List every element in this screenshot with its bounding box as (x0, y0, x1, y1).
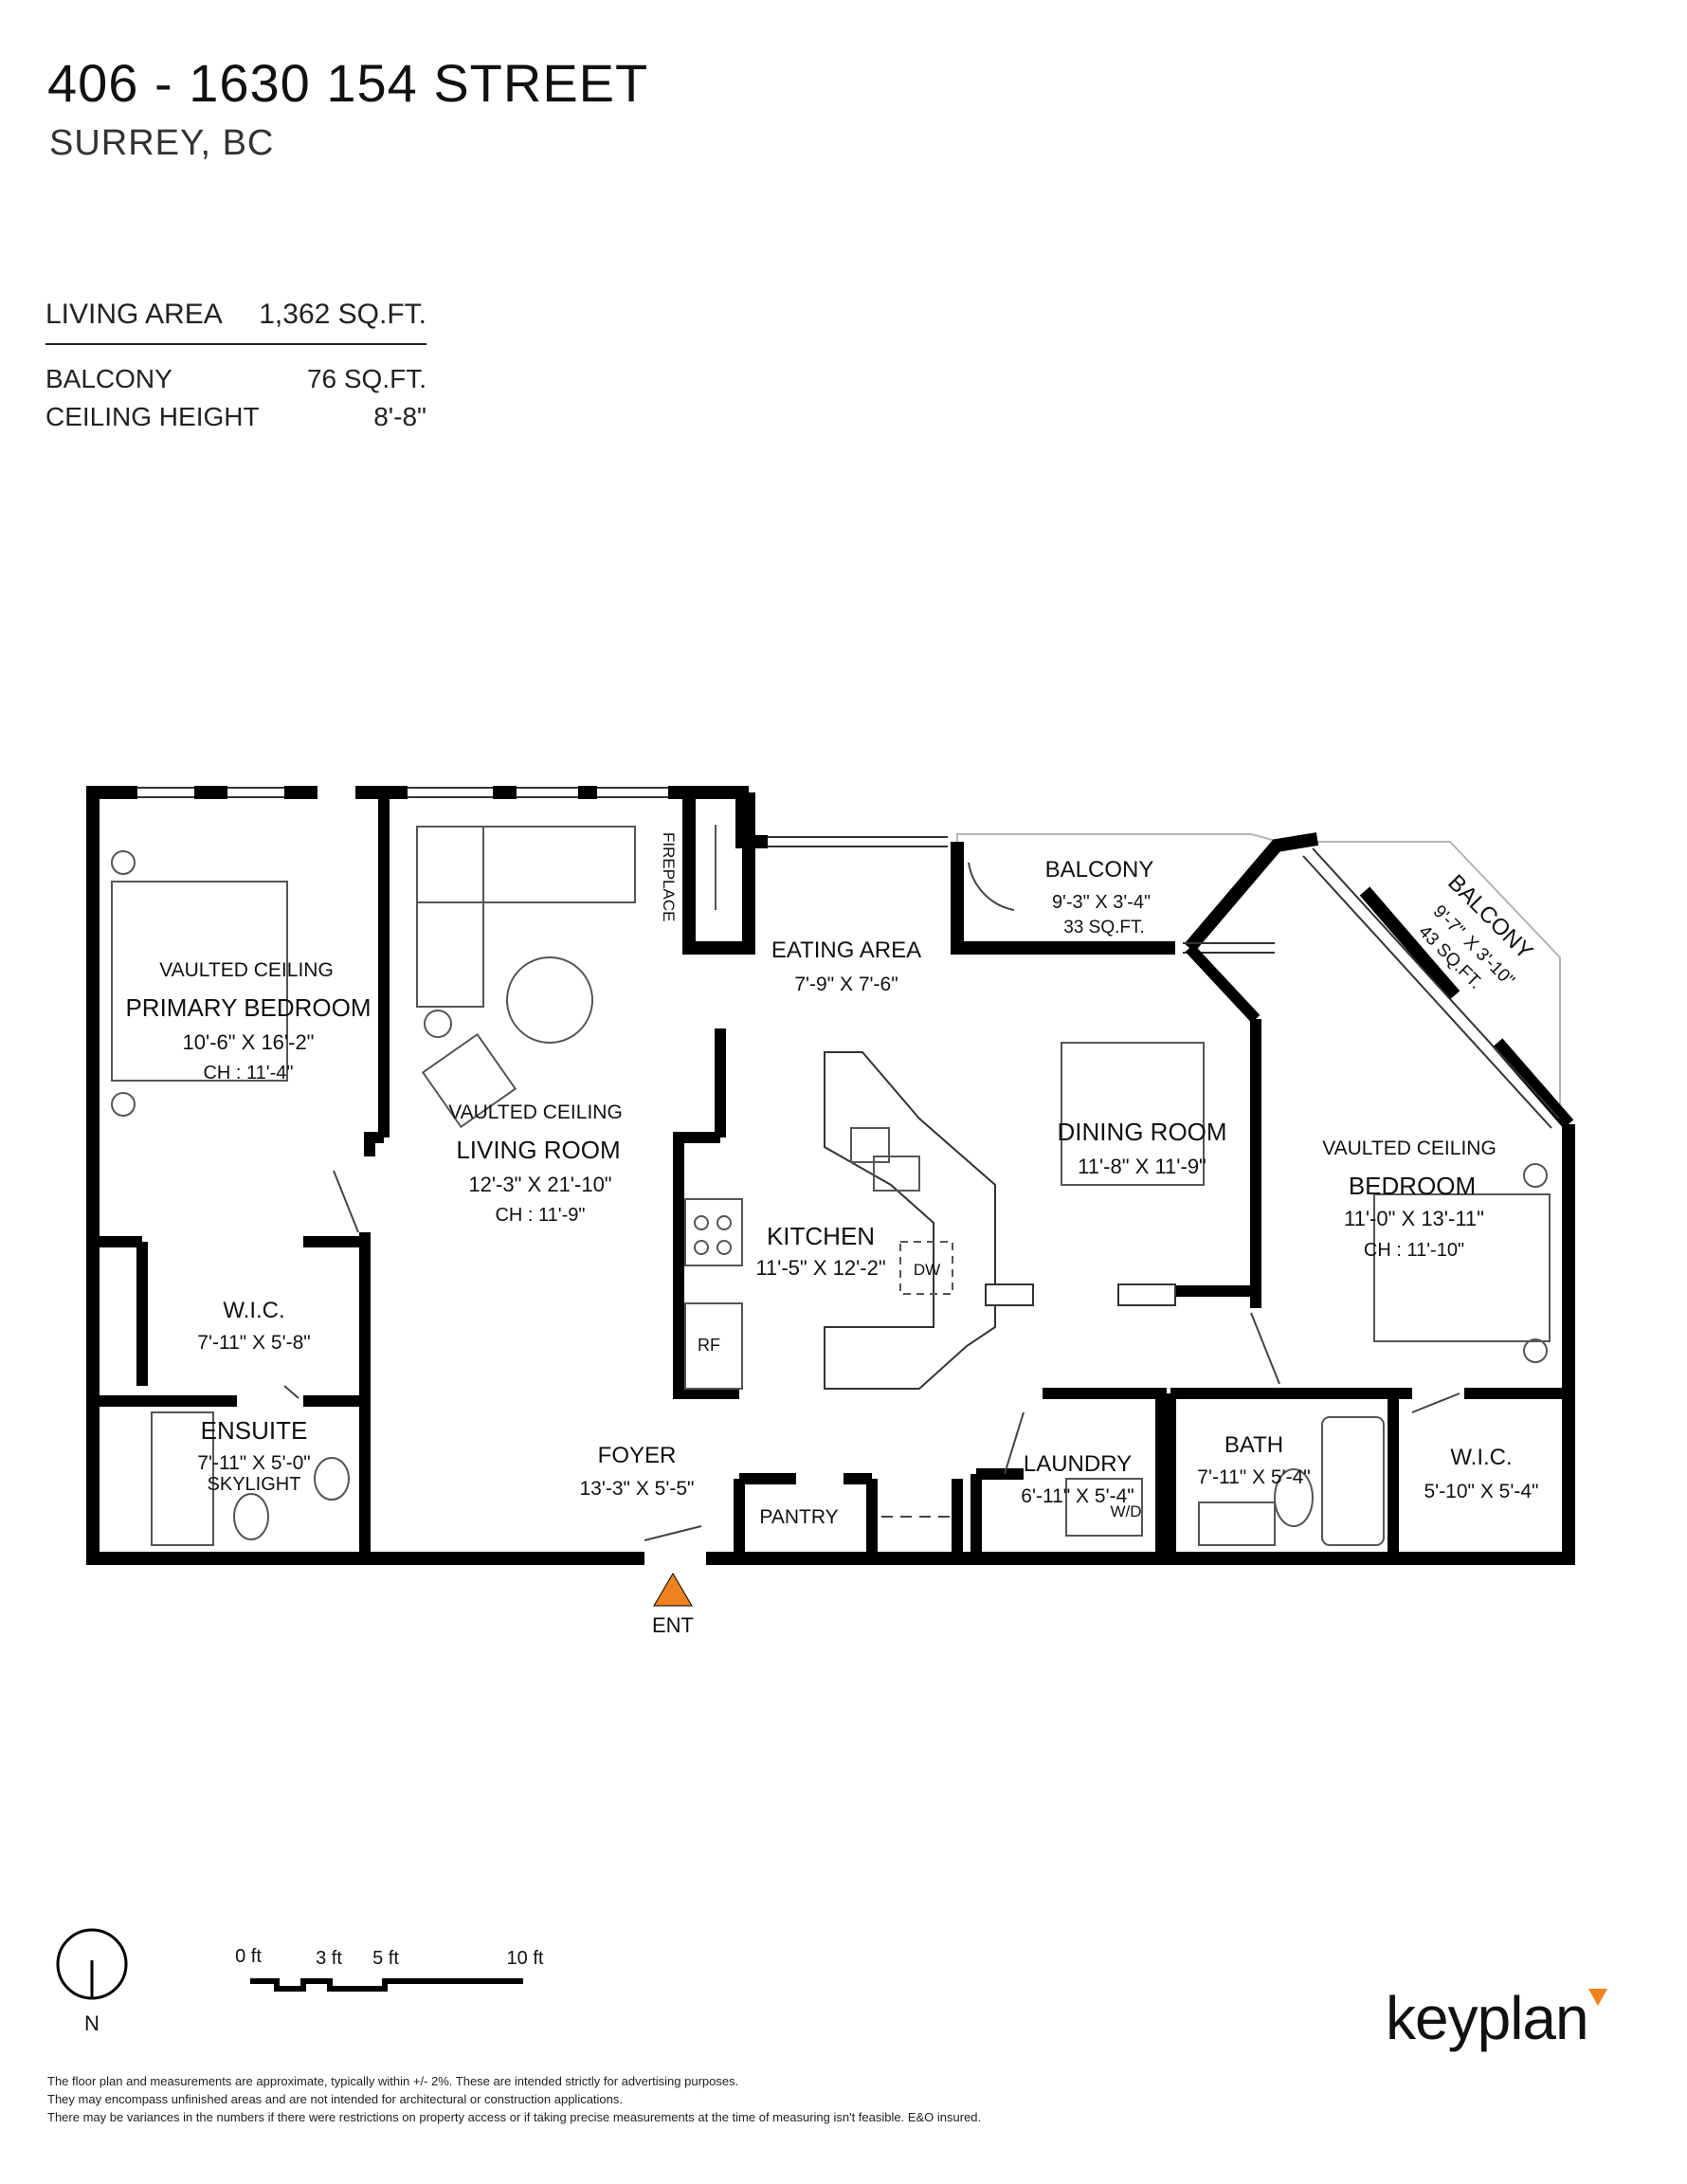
stat-living-area: LIVING AREA 1,362 SQ.FT. (45, 296, 426, 345)
bath-name: BATH (1224, 1432, 1283, 1458)
scale-tick-10: 10 ft (507, 1948, 544, 1969)
doors (283, 862, 1460, 1541)
coffee-table-icon (506, 956, 593, 1044)
balcony-1-name: BALCONY (1045, 857, 1154, 883)
fireplace-label: FIREPLACE (660, 832, 678, 921)
stat-value: 1,362 SQ.FT. (259, 299, 426, 330)
foyer-dims: 13'-3" X 5'-5" (580, 1478, 695, 1500)
bedroom-note: VAULTED CEILING (1322, 1138, 1497, 1159)
stat-value: 8'-8" (373, 402, 426, 431)
primary-bedroom-note: VAULTED CEILING (159, 959, 334, 981)
address-title: 406 - 1630 154 STREET (47, 53, 649, 113)
laundry-dims: 6'-11" X 5'-4" (1021, 1485, 1134, 1507)
primary-bedroom-dims: 10'-6" X 16'-2" (183, 1030, 315, 1054)
scale-tick-3: 3 ft (316, 1948, 342, 1969)
dining-table-icon (1061, 1042, 1205, 1186)
fixtures (111, 825, 1551, 1546)
disclaimer-line: They may encompass unfinished areas and … (47, 2092, 624, 2106)
ensuite-name: ENSUITE (201, 1416, 308, 1445)
dining-room-dims: 11'-8" X 11'-9" (1078, 1155, 1206, 1178)
scale-tick-5: 5 ft (372, 1948, 399, 1969)
stat-label: CEILING HEIGHT (45, 402, 260, 431)
washer-dryer-label: W/D (1110, 1502, 1141, 1520)
sofa-icon (416, 826, 636, 903)
scale-bar: 0 ft 3 ft 5 ft 10 ft (235, 1946, 544, 1992)
washer-dryer-icon (1065, 1478, 1143, 1537)
wic-2-dims: 5'-10" X 5'-4" (1424, 1481, 1539, 1502)
stat-value: 76 SQ.FT. (306, 364, 426, 393)
disclaimer-line: The floor plan and measurements are appr… (47, 2074, 739, 2088)
balcony-outline (956, 833, 1561, 1123)
ensuite-dims: 7'-11" X 5'-0" (197, 1452, 310, 1474)
fridge-label: RF (698, 1336, 720, 1355)
windows (137, 787, 1560, 1129)
living-room-dims: 12'-3" X 21'-10" (468, 1173, 611, 1196)
bedroom-dims: 11'-0" X 13'-11" (1344, 1207, 1484, 1230)
disclaimer-line: There may be variances in the numbers if… (47, 2110, 982, 2124)
primary-bedroom-name: PRIMARY BEDROOM (125, 993, 371, 1022)
bath-dims: 7'-11" X 5'-4" (1197, 1466, 1310, 1488)
sink-icon (850, 1127, 890, 1163)
brand-accent-icon (1588, 1989, 1607, 2006)
stat-label: BALCONY (45, 364, 172, 393)
area-stats-table: LIVING AREA 1,362 SQ.FT. BALCONY 76 SQ.F… (45, 296, 426, 436)
laundry-name: LAUNDRY (1024, 1451, 1132, 1477)
bedroom-bed-icon (1373, 1193, 1551, 1342)
living-room-name: LIVING ROOM (456, 1136, 620, 1164)
wic-2-name: W.I.C. (1450, 1445, 1512, 1470)
disclaimer: The floor plan and measurements are appr… (47, 2072, 981, 2126)
eating-area-name: EATING AREA (771, 937, 921, 963)
bathtub-icon (1321, 1416, 1385, 1546)
primary-bedroom-ch: CH : 11'-4" (203, 1063, 293, 1083)
bedroom-ch: CH : 11'-10" (1364, 1240, 1464, 1261)
stat-label: LIVING AREA (45, 299, 223, 330)
toilet-icon (1274, 1468, 1314, 1527)
kitchen-counter-stubs (985, 1283, 1176, 1306)
bedroom-name: BEDROOM (1349, 1172, 1476, 1200)
pantry-name: PANTRY (759, 1506, 838, 1528)
wic-1-name: W.I.C. (223, 1298, 284, 1323)
wic-1-dims: 7'-11" X 5'-8" (197, 1332, 310, 1354)
dishwasher-label: DW (914, 1261, 940, 1279)
eating-area-dims: 7'-9" X 7'-6" (794, 974, 898, 995)
compass-label: N (84, 2011, 100, 2035)
stat-balcony: BALCONY 76 SQ.FT. (45, 360, 426, 398)
ensuite-toilet-icon (233, 1493, 269, 1540)
balcony-1-area: 33 SQ.FT. (1063, 918, 1145, 937)
living-room-note: VAULTED CEILING (448, 1101, 623, 1123)
stat-ceiling-height: CEILING HEIGHT 8'-8" (45, 398, 426, 436)
ensuite-sink-icon (314, 1457, 350, 1501)
scale-line (250, 1978, 523, 1992)
kitchen-island (824, 1051, 996, 1390)
compass: N (56, 1928, 128, 2035)
kitchen-dims: 11'-5" X 12'-2" (755, 1256, 885, 1280)
brand-logo: keyplan (1386, 1984, 1589, 2052)
entry-arrow-icon (653, 1573, 693, 1607)
kitchen-name: KITCHEN (767, 1222, 875, 1250)
cooktop-icon (684, 1198, 743, 1266)
primary-bed-icon (111, 881, 288, 1082)
ensuite-skylight: SKYLIGHT (208, 1474, 301, 1495)
balcony-1-dims: 9'-3" X 3'-4" (1052, 892, 1151, 913)
living-room-ch: CH : 11'-9" (495, 1205, 585, 1226)
vanity-icon (1198, 1502, 1276, 1546)
interior-walls (93, 792, 1569, 1558)
fridge-icon (684, 1302, 743, 1390)
shower-icon (151, 1411, 214, 1546)
armchair-icon (421, 1032, 517, 1129)
scale-tick-0: 0 ft (235, 1946, 262, 1967)
entry-label: ENT (652, 1613, 694, 1637)
foyer-name: FOYER (598, 1443, 677, 1468)
city-subtitle: SURREY, BC (49, 123, 275, 163)
balcony-2-labels: BALCONY 9'-7" X 3'-10" 43 SQ.FT. (1414, 870, 1537, 993)
dining-room-name: DINING ROOM (1057, 1118, 1226, 1146)
